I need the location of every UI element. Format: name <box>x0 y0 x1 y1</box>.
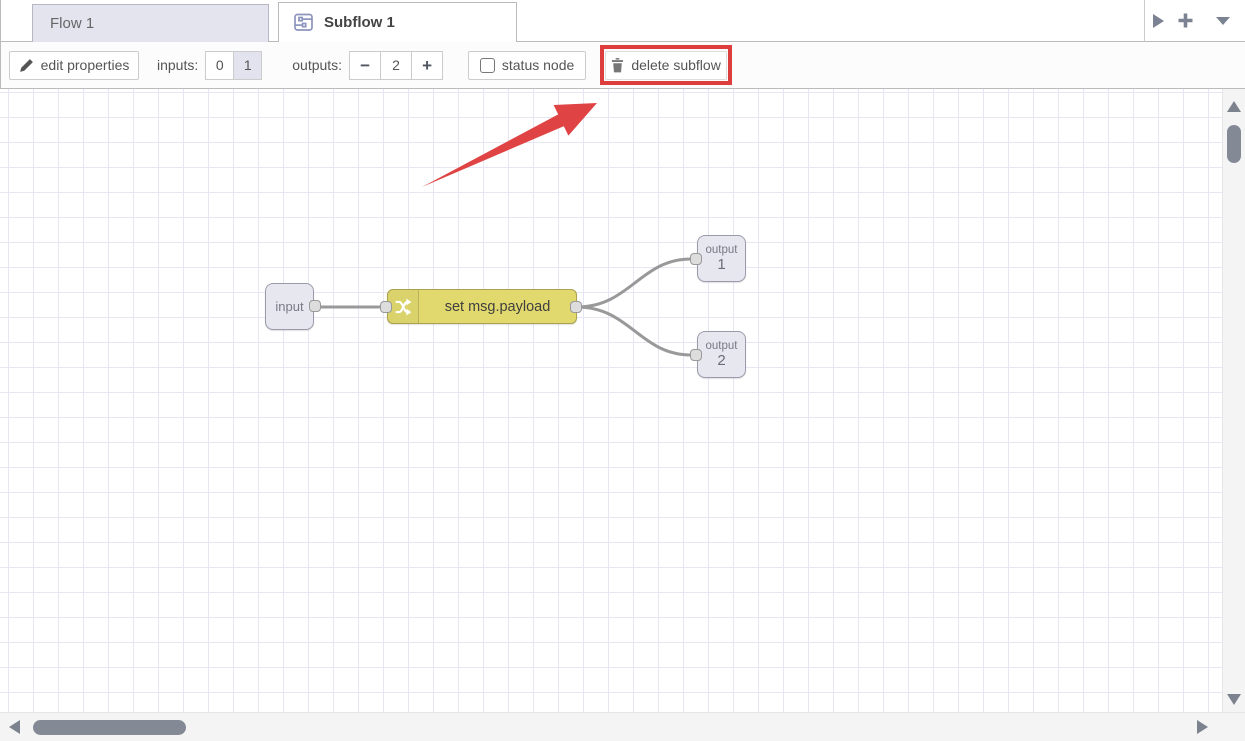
output2-input-port[interactable] <box>690 349 702 361</box>
inputs-label: inputs: <box>157 57 199 73</box>
outputs-count: 2 <box>380 50 413 80</box>
flow-canvas[interactable]: input set msg.payload output 1 output 2 <box>0 89 1222 712</box>
node-input-label: input <box>275 299 304 314</box>
horizontal-scrollbar[interactable] <box>0 712 1245 741</box>
plus-icon <box>1178 13 1193 28</box>
inputs-option-1[interactable]: 1 <box>233 50 263 80</box>
subflow-toolbar: edit properties inputs: 0 1 outputs: − 2… <box>0 42 1245 89</box>
flow-list-button[interactable] <box>1216 0 1230 41</box>
add-flow-button[interactable] <box>1177 0 1194 41</box>
horizontal-scrollbar-thumb[interactable] <box>33 720 186 735</box>
scroll-left-icon[interactable] <box>9 720 20 734</box>
tab-flow-1[interactable]: Flow 1 <box>32 4 269 42</box>
tabbar-separator <box>1144 0 1145 41</box>
output1-label: output <box>705 244 738 256</box>
delete-subflow-button[interactable]: delete subflow <box>605 50 728 80</box>
change-node-label: set msg.payload <box>444 298 551 315</box>
edit-properties-label: edit properties <box>40 57 130 73</box>
outputs-spinner: − 2 + <box>349 50 444 80</box>
status-node-checkbox[interactable] <box>479 57 495 73</box>
annotation-arrow <box>422 103 597 187</box>
change-node-icon-cell <box>388 290 419 323</box>
node-change[interactable]: set msg.payload <box>387 289 577 324</box>
outputs-decrease-button[interactable]: − <box>349 50 382 80</box>
swap-arrows-icon <box>395 298 412 315</box>
status-node-button[interactable]: status node <box>468 50 587 80</box>
tab-flow-1-label: Flow 1 <box>50 15 95 32</box>
status-node-label: status node <box>501 57 575 73</box>
flow-tab-bar: Flow 1 Subflow 1 <box>0 0 1245 42</box>
chevron-right-icon <box>1153 13 1164 28</box>
trash-icon <box>612 57 624 72</box>
change-node-input-port[interactable] <box>380 301 392 313</box>
inputs-option-0[interactable]: 0 <box>205 50 235 80</box>
change-node-output-port[interactable] <box>570 301 582 313</box>
output1-input-port[interactable] <box>690 253 702 265</box>
node-input-output-port[interactable] <box>309 300 321 312</box>
scroll-down-icon[interactable] <box>1227 694 1241 705</box>
wires-layer <box>320 103 692 357</box>
node-subflow-input[interactable]: input <box>265 283 314 330</box>
annotation-highlight-box: delete subflow <box>600 45 733 85</box>
tab-subflow-1[interactable]: Subflow 1 <box>278 2 517 42</box>
outputs-label: outputs: <box>292 57 343 73</box>
subflow-icon <box>291 13 315 32</box>
minus-icon: − <box>360 55 371 75</box>
edit-properties-button[interactable]: edit properties <box>9 50 139 80</box>
next-tab-button[interactable] <box>1153 0 1164 41</box>
caret-down-icon <box>1216 16 1230 25</box>
node-subflow-output-1[interactable]: output 1 <box>697 235 746 282</box>
wire-change-to-output1[interactable] <box>576 257 692 309</box>
outputs-increase-button[interactable]: + <box>411 50 444 80</box>
tab-subflow-1-label: Subflow 1 <box>324 14 395 31</box>
vertical-scrollbar[interactable] <box>1222 89 1245 712</box>
pencil-icon <box>19 58 33 72</box>
plus-icon: + <box>422 55 433 75</box>
output1-number: 1 <box>717 256 726 273</box>
output2-number: 2 <box>717 352 726 369</box>
node-subflow-output-2[interactable]: output 2 <box>697 331 746 378</box>
delete-subflow-label: delete subflow <box>631 57 721 73</box>
output2-label: output <box>705 340 738 352</box>
scroll-right-icon[interactable] <box>1197 720 1208 734</box>
wire-change-to-output2[interactable] <box>576 305 692 357</box>
inputs-toggle-group: 0 1 <box>205 50 263 80</box>
vertical-scrollbar-thumb[interactable] <box>1227 125 1241 163</box>
scroll-up-icon[interactable] <box>1227 101 1241 112</box>
